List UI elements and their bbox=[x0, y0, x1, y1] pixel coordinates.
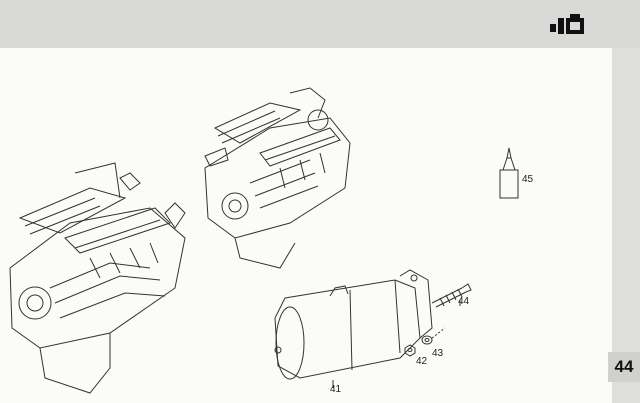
callout-42: 42 bbox=[416, 356, 428, 367]
bolt-illustration bbox=[431, 283, 472, 308]
parts-illustration bbox=[9, 87, 519, 394]
engine-illustration-small bbox=[204, 87, 351, 269]
callout-45: 45 bbox=[522, 174, 534, 185]
callout-43: 43 bbox=[432, 348, 444, 359]
engine-logo-icon bbox=[550, 14, 584, 34]
callout-44: 44 bbox=[458, 296, 470, 307]
header-band bbox=[0, 0, 640, 48]
callout-41: 41 bbox=[330, 384, 342, 395]
page-margin-band bbox=[612, 48, 640, 403]
washer-and-nut-illustration bbox=[404, 327, 446, 357]
starter-motor-illustration bbox=[274, 269, 433, 380]
page-number: 44 bbox=[608, 352, 640, 382]
engine-illustration-large bbox=[9, 162, 186, 394]
sealant-tube-illustration bbox=[499, 147, 519, 199]
